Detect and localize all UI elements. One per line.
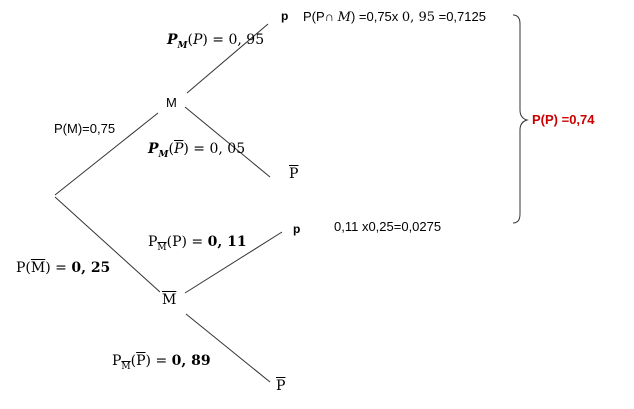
branch-root-to-m (54, 112, 159, 196)
result-upper: P(P∩ M) =0,75x 0, 95 =0,7125 (303, 9, 486, 25)
node-p-bar-lower: P (276, 378, 286, 394)
branch-root-to-m-bar (54, 196, 161, 293)
label-pmbar-p: PM(P) = 0, 11 (148, 234, 247, 253)
label-p-m-bar: P(M) = 0, 25 (16, 260, 111, 276)
branch-m-bar-to-p-bar (185, 313, 271, 383)
branch-m-to-p (186, 23, 269, 94)
node-p-bar-upper: P (289, 166, 299, 182)
result-total: P(P) =0,74 (532, 112, 595, 127)
summary-brace (512, 14, 529, 224)
node-m-bar: M (162, 292, 177, 308)
label-p-m: P(M)=0,75 (54, 121, 116, 136)
label-pm-p: PM(P) = 0, 95 (167, 32, 265, 51)
node-p-upper: p (281, 9, 289, 23)
branch-m-bar-to-p (184, 231, 283, 294)
result-lower: 0,11 x0,25=0,0275 (334, 219, 442, 234)
node-p-lower: p (293, 222, 301, 236)
node-m: M (166, 95, 177, 110)
branch-m-to-p-bar (184, 106, 271, 178)
label-pmbar-p-bar: PM(P) = 0, 89 (112, 353, 211, 372)
label-pm-p-bar: PM(P) = 0, 05 (148, 141, 246, 160)
